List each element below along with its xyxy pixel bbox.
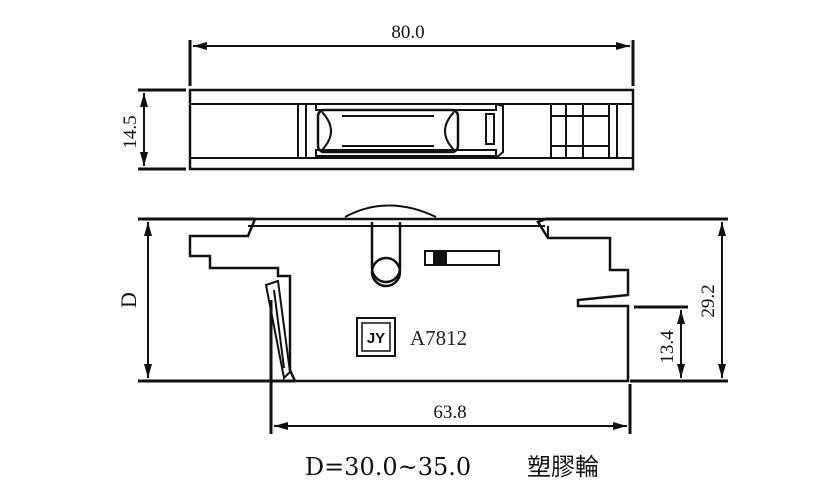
axle-circle — [370, 256, 402, 288]
right-height-label: 29.2 — [698, 284, 719, 317]
arrow-icon — [616, 42, 630, 50]
top-slot-block — [550, 103, 610, 159]
wheel-housing-rail — [315, 149, 497, 157]
side-slot — [424, 250, 500, 266]
arrow-icon — [718, 222, 726, 236]
arrow-icon — [677, 310, 685, 324]
arrow-icon — [613, 422, 627, 430]
side-body-outline — [188, 217, 630, 383]
range-caption: D=30.0~35.0 — [305, 453, 471, 481]
bottom-width-label: 63.8 — [433, 402, 466, 423]
wheel-housing — [305, 103, 504, 159]
arrow-icon — [144, 222, 152, 236]
housing-tab — [485, 113, 495, 145]
jy-logo-icon — [356, 317, 396, 357]
wheel-top — [316, 108, 460, 154]
spring-tab — [264, 279, 292, 381]
arrow-icon — [274, 422, 288, 430]
arrow-icon — [677, 364, 685, 378]
top-view — [138, 40, 635, 171]
spring-tab-line — [273, 289, 285, 369]
axle-slot — [370, 222, 402, 284]
material-caption: 塑膠輪 — [527, 453, 599, 481]
arrow-icon — [140, 152, 148, 166]
arrow-icon — [144, 364, 152, 378]
wheel-height-label: 13.4 — [657, 330, 678, 364]
top-body-outline — [188, 88, 635, 171]
side-slot-fill — [433, 252, 447, 264]
arrow-icon — [193, 42, 207, 50]
top-width-label: 80.0 — [391, 22, 424, 43]
model-number: A7812 — [410, 326, 467, 350]
top-height-label: 14.5 — [120, 115, 141, 148]
d-label: D — [116, 292, 141, 308]
wheel-side-arc — [344, 204, 437, 218]
arrow-icon — [718, 364, 726, 378]
side-view — [138, 204, 728, 434]
logo-text: JY — [367, 330, 385, 347]
arrow-icon — [140, 93, 148, 107]
